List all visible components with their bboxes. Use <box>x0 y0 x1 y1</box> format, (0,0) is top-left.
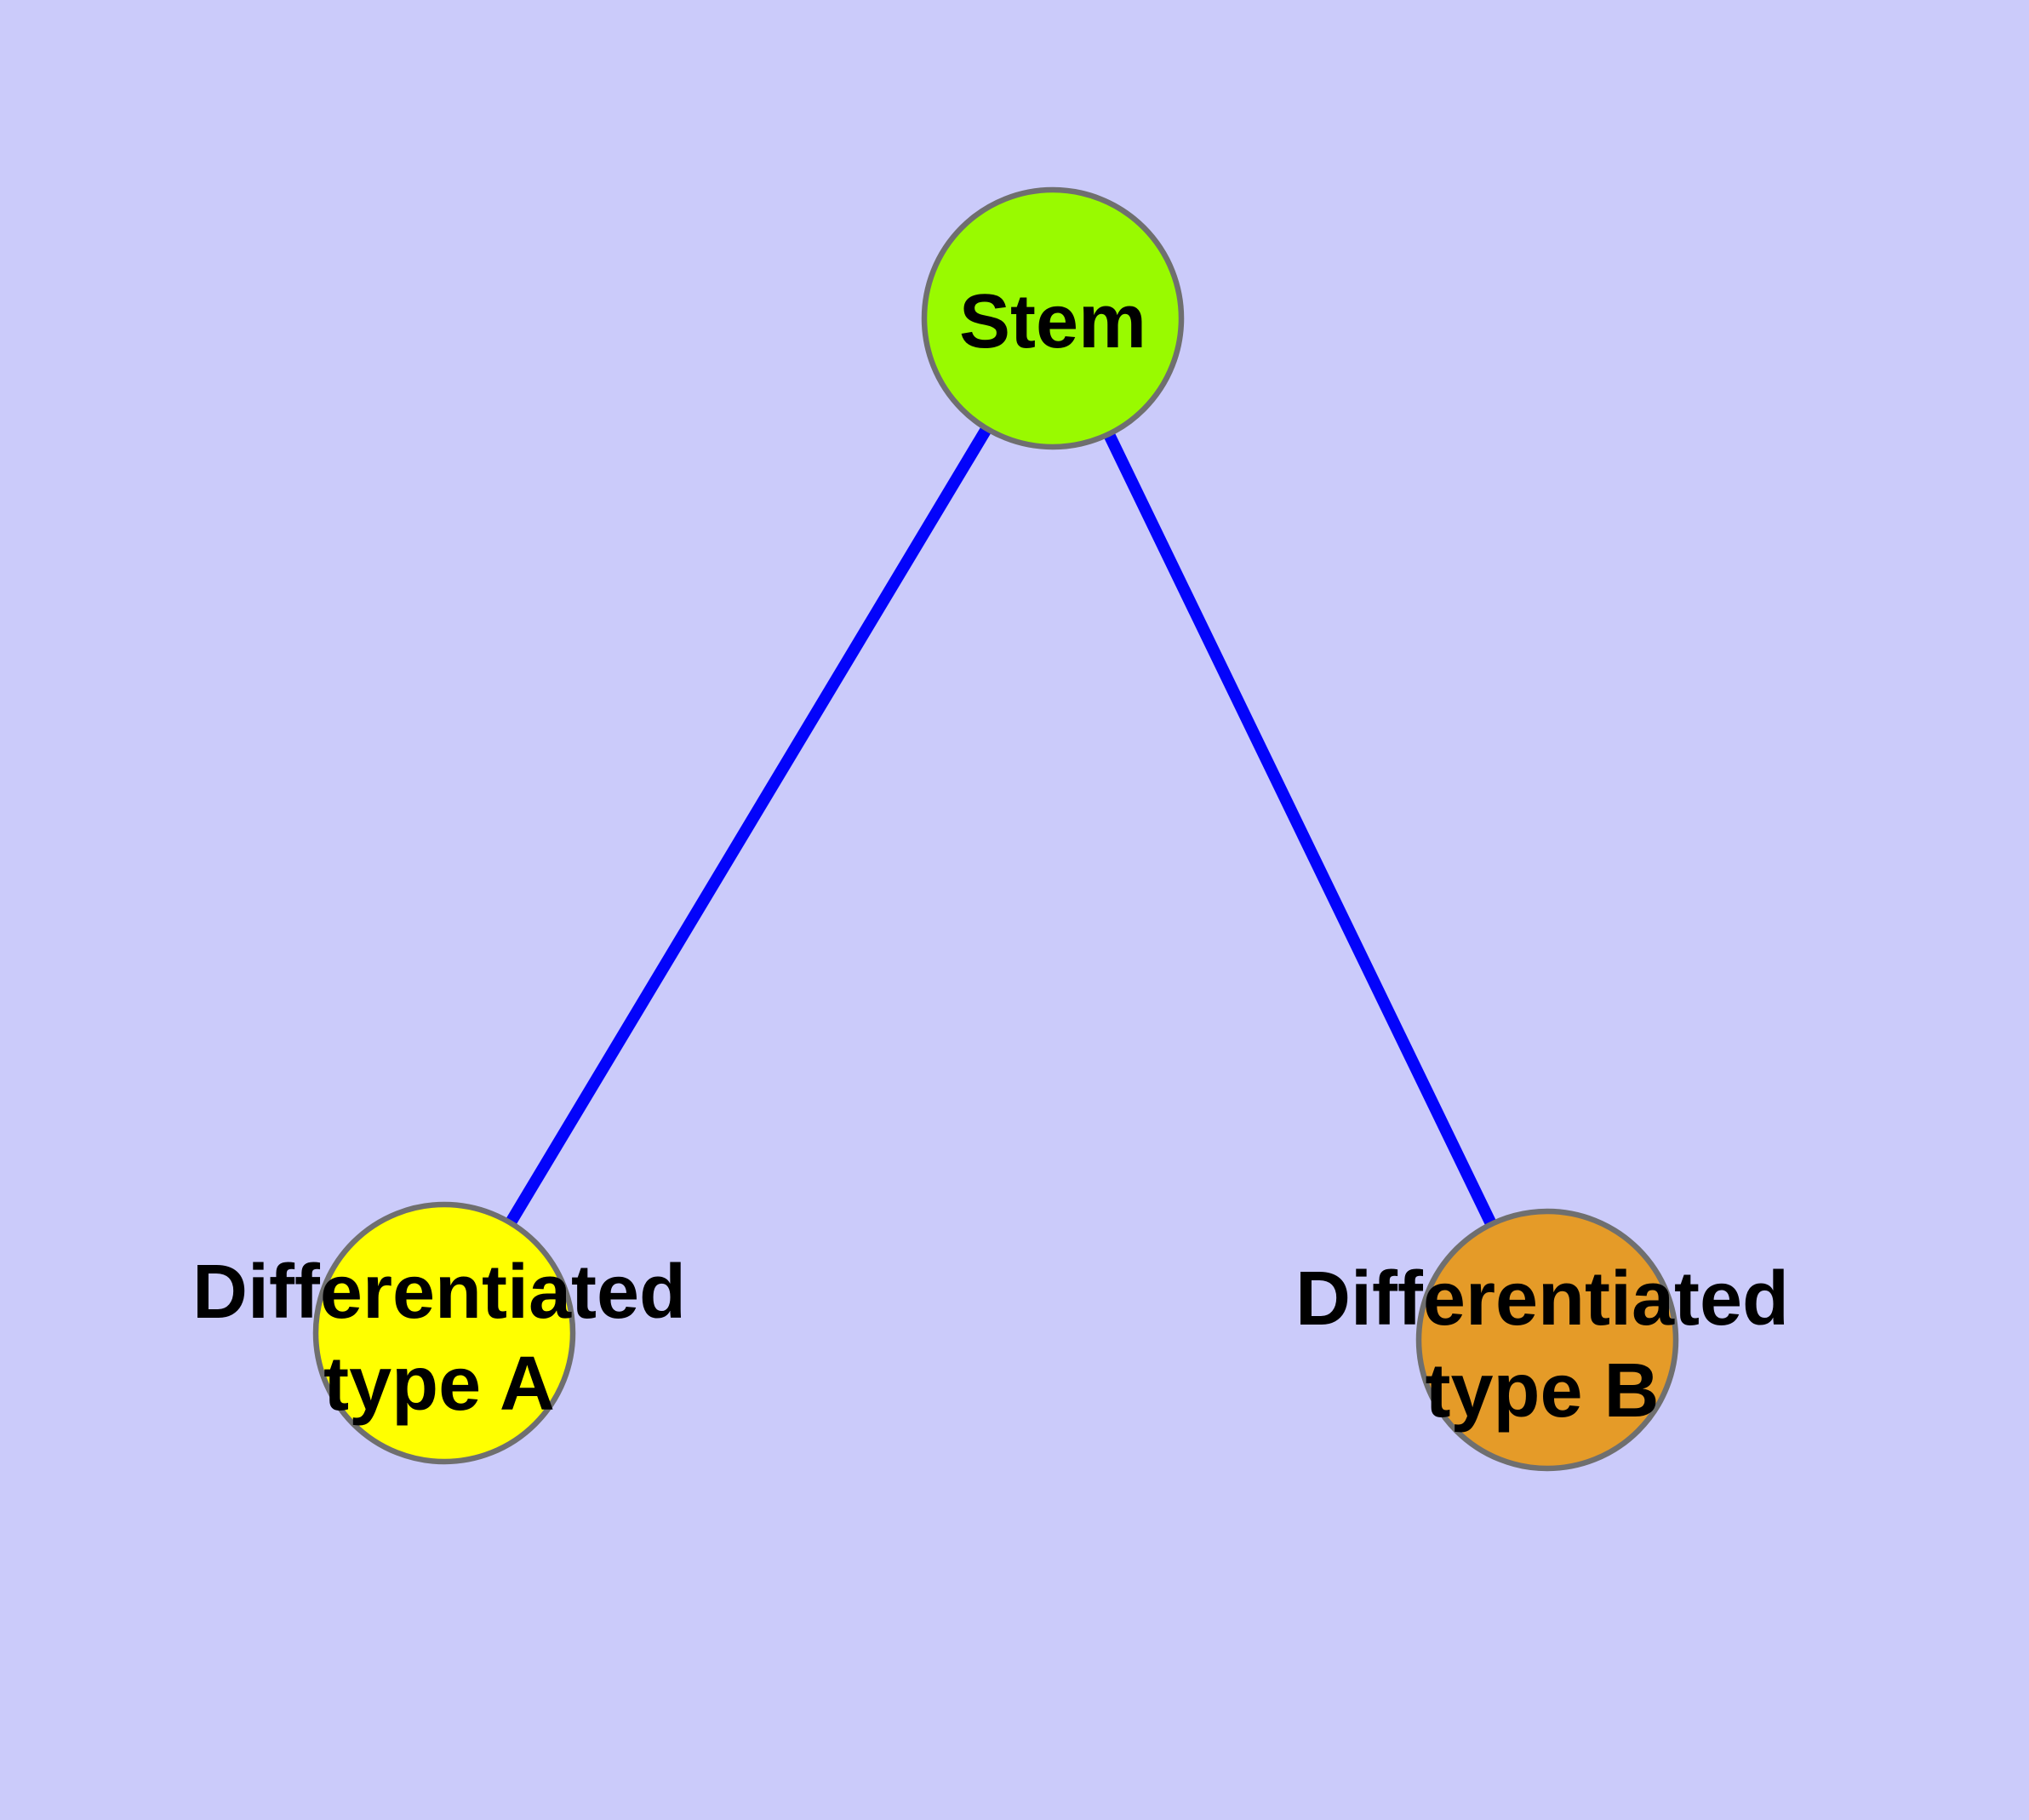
node-differentiated-type-b-circle <box>1415 1208 1679 1472</box>
node-differentiated-type-b-label-line2: type B <box>1425 1348 1659 1434</box>
node-differentiated-type-a-label-line2: type A <box>323 1342 555 1427</box>
node-stem: Stem <box>921 186 1185 450</box>
node-differentiated-type-b-label-line1: Differentiated <box>1295 1256 1789 1342</box>
node-differentiated-type-a: Differentiated type A <box>192 1201 686 1465</box>
node-differentiated-type-b: Differentiated type B <box>1295 1208 1789 1472</box>
node-stem-circle <box>921 186 1185 450</box>
edge-stem-to-type-a <box>438 315 1059 1336</box>
node-stem-label: Stem <box>959 279 1146 364</box>
node-differentiated-type-a-circle <box>312 1201 576 1465</box>
node-differentiated-type-a-label-line1: Differentiated <box>192 1250 686 1335</box>
edge-stem-to-type-b <box>1047 315 1553 1343</box>
